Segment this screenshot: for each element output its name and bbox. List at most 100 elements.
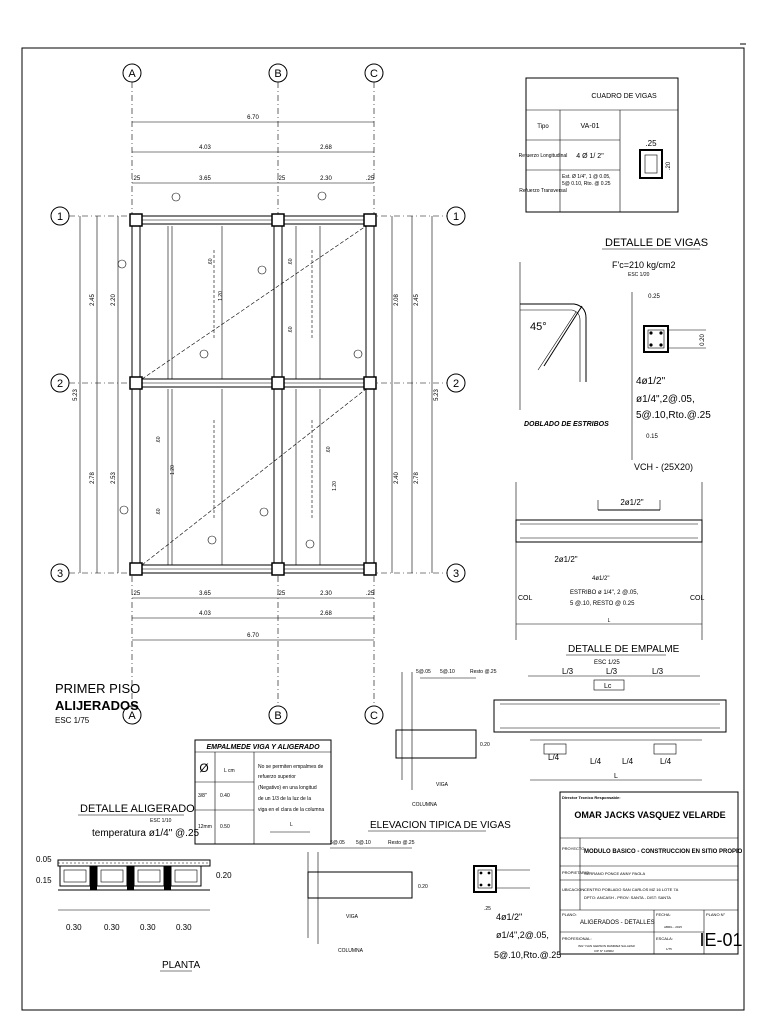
svg-text:OMAR JACKS VASQUEZ VELARDE: OMAR JACKS VASQUEZ VELARDE xyxy=(574,810,725,820)
svg-text:3.65: 3.65 xyxy=(199,176,211,182)
svg-text:UBICACION:: UBICACION: xyxy=(562,887,585,892)
svg-text:PLANO:: PLANO: xyxy=(562,912,577,917)
svg-text:L/4: L/4 xyxy=(548,753,560,762)
svg-text:COLUMNA: COLUMNA xyxy=(412,802,438,808)
transverse-value: Est. Ø 1/4", 1 @ 0.05, 5@ 0.10, Rto. @ 0… xyxy=(562,174,611,187)
svg-text:COL: COL xyxy=(518,595,533,602)
svg-text:L cm: L cm xyxy=(224,768,235,774)
svg-text:2.68: 2.68 xyxy=(320,611,332,617)
svg-text:.25: .25 xyxy=(484,906,491,912)
svg-text:5@.10: 5@.10 xyxy=(356,840,371,846)
svg-text:.25: .25 xyxy=(645,139,657,148)
svg-text:DOBLADO DE ESTRIBOS: DOBLADO DE ESTRIBOS xyxy=(524,421,609,428)
splice-table: EMPALMEDE VIGA Y ALIGERADO Ø L cm 3/8" 0… xyxy=(194,739,332,845)
svg-text:3/8": 3/8" xyxy=(198,793,207,799)
svg-text:CENTRO POBLADO SAN CARLOS MZ 1: CENTRO POBLADO SAN CARLOS MZ 16 LOTE 7A xyxy=(584,887,679,892)
phi-symbol: Ø xyxy=(199,761,208,775)
svg-text:B: B xyxy=(274,68,281,80)
svg-text:ALIGERADOS - DETALLES: ALIGERADOS - DETALLES xyxy=(580,920,655,926)
svg-text:1: 1 xyxy=(57,211,63,223)
svg-text:.60: .60 xyxy=(156,436,162,443)
svg-text:.25: .25 xyxy=(277,591,286,597)
svg-text:DETALLE ALIGERADO: DETALLE ALIGERADO xyxy=(80,803,195,815)
beam-detail: DETALLE DE VIGAS F'c=210 kg/cm2 ESC 1/20… xyxy=(519,237,711,472)
svg-text:2ø1/2": 2ø1/2" xyxy=(620,498,643,507)
svg-text:.60: .60 xyxy=(156,508,162,515)
plan-joists: .60 1.20 .60 .60 .60 1.20 .60 .60 1.20 xyxy=(156,226,338,565)
svg-text:A: A xyxy=(128,710,136,722)
plan-scale: ESC 1/75 xyxy=(55,716,90,725)
svg-text:L: L xyxy=(608,618,611,624)
svg-text:0.30: 0.30 xyxy=(176,923,192,932)
beam-schedule-table: CUADRO DE VIGAS Tipo VA-01 Refuerzo Long… xyxy=(519,77,679,213)
svg-text:ESTRIBO ø 1/4", 2 @.05,: ESTRIBO ø 1/4", 2 @.05, xyxy=(570,590,639,596)
svg-text:VCH - (25X20): VCH - (25X20) xyxy=(634,462,693,472)
svg-text:EMPALMEDE VIGA Y ALIGERADO: EMPALMEDE VIGA Y ALIGERADO xyxy=(206,744,320,751)
svg-text:.25: .25 xyxy=(277,176,286,182)
svg-text:(Negativo) en una longitud: (Negativo) en una longitud xyxy=(258,785,317,791)
svg-text:MODULO BASICO - CONSTRUCCION E: MODULO BASICO - CONSTRUCCION EN SITIO PR… xyxy=(584,849,743,855)
svg-text:1/75: 1/75 xyxy=(666,947,672,951)
svg-text:2.45: 2.45 xyxy=(90,294,96,306)
svg-text:2.53: 2.53 xyxy=(111,472,117,484)
svg-text:VIGA: VIGA xyxy=(436,782,449,788)
svg-text:L/4: L/4 xyxy=(660,757,672,766)
svg-text:.25: .25 xyxy=(132,176,141,182)
svg-text:5.23: 5.23 xyxy=(434,389,440,401)
title-block: Director Tecnico Responsable: OMAR JACKS… xyxy=(559,791,743,955)
beam-elevation-small: 5@.05 5@.10 Resto @.25 0.20 VIGA COLUMNA xyxy=(395,669,497,808)
svg-text:SERRANO PONCE ANNY PAOLA: SERRANO PONCE ANNY PAOLA xyxy=(584,871,646,876)
right-dimensions: 2.08 2.40 2.45 2.78 5.23 xyxy=(391,216,440,573)
svg-text:ø1/4",2@.05,: ø1/4",2@.05, xyxy=(636,394,695,405)
svg-text:5@.10,Rto.@.25: 5@.10,Rto.@.25 xyxy=(636,410,711,421)
beam-section-small: .25 4ø1/2" ø1/4",2@.05, 5@.10,Rto.@.25 xyxy=(473,865,561,960)
svg-text:PROPIETARIO:: PROPIETARIO: xyxy=(562,870,590,875)
axis-bubble-1-left: 1 xyxy=(50,206,70,226)
svg-text:0.30: 0.30 xyxy=(66,923,82,932)
svg-text:.60: .60 xyxy=(326,446,332,453)
svg-text:.60: .60 xyxy=(288,258,294,265)
svg-text:de un 1/3 de la luz de la: de un 1/3 de la luz de la xyxy=(258,796,311,802)
svg-text:B: B xyxy=(274,710,281,722)
svg-text:VA-01: VA-01 xyxy=(581,123,600,130)
svg-text:0.50: 0.50 xyxy=(220,824,230,830)
svg-text:ESC 1/20: ESC 1/20 xyxy=(628,272,650,278)
slab-joists xyxy=(59,865,202,890)
svg-text:Refuerzo Transversal: Refuerzo Transversal xyxy=(519,188,567,194)
slab-detail: DETALLE ALIGERADO ESC 1/10 temperatura ø… xyxy=(36,803,232,972)
svg-text:C: C xyxy=(370,710,378,722)
svg-text:ABRIL - 2015: ABRIL - 2015 xyxy=(664,925,682,929)
floor-plan: A B C A B C 1 2 xyxy=(50,63,466,725)
axis-bubble-3-left: 3 xyxy=(50,563,70,583)
svg-text:CUADRO DE VIGAS: CUADRO DE VIGAS xyxy=(591,93,657,100)
svg-text:4ø1/2": 4ø1/2" xyxy=(636,376,666,387)
left-dimensions: 5.23 2.45 2.78 2.20 2.53 xyxy=(73,216,119,573)
svg-text:2.30: 2.30 xyxy=(320,591,332,597)
svg-text:0.20: 0.20 xyxy=(480,742,490,748)
svg-text:0.20: 0.20 xyxy=(700,334,706,346)
svg-text:ELEVACION TIPICA DE VIGAS: ELEVACION TIPICA DE VIGAS xyxy=(370,820,511,831)
svg-text:5 @.10, RESTO @ 0.25: 5 @.10, RESTO @ 0.25 xyxy=(570,601,635,607)
svg-text:4ø1/2": 4ø1/2" xyxy=(496,912,522,922)
svg-text:2ø1/2": 2ø1/2" xyxy=(554,555,577,564)
svg-text:2: 2 xyxy=(453,378,459,390)
svg-text:4.03: 4.03 xyxy=(199,611,211,617)
bottom-dimensions: .25 3.65 .25 2.30 .25 4.03 2.68 6.70 xyxy=(132,591,375,641)
svg-text:.25: .25 xyxy=(366,176,375,182)
svg-text:Director Tecnico Responsable:: Director Tecnico Responsable: xyxy=(562,795,621,800)
svg-text:viga en el clara de la columna: viga en el clara de la columna xyxy=(258,807,324,813)
plan-beams xyxy=(129,213,377,576)
svg-text:12mm: 12mm xyxy=(198,824,212,830)
axis-bubble-a-bottom: A xyxy=(122,705,142,725)
typical-beam-elevation: ELEVACION TIPICA DE VIGAS 5@.05 5@.10 Re… xyxy=(307,820,511,954)
svg-text:0.05: 0.05 xyxy=(36,855,52,864)
svg-text:5@.05: 5@.05 xyxy=(416,669,431,675)
svg-text:COLUMNA: COLUMNA xyxy=(338,948,364,954)
svg-text:L: L xyxy=(290,822,293,828)
splice-detail: DETALLE DE EMPALME ESC 1/25 L/3 L/3 L/3 … xyxy=(493,644,727,781)
svg-text:A: A xyxy=(128,68,136,80)
plan-callouts xyxy=(117,191,363,549)
svg-text:2.45: 2.45 xyxy=(414,294,420,306)
svg-text:5@.10,Rto.@.25: 5@.10,Rto.@.25 xyxy=(494,950,561,960)
svg-text:.60: .60 xyxy=(208,258,214,265)
